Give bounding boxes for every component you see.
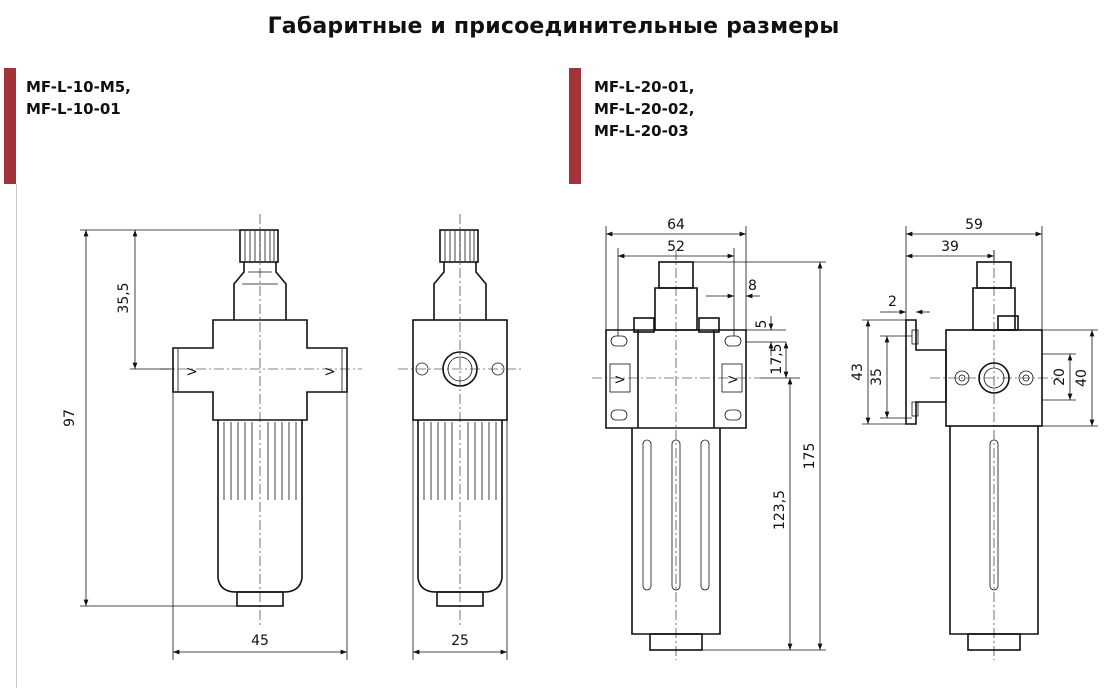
dim-35: 35 — [869, 368, 885, 386]
dim-52: 52 — [667, 239, 685, 255]
dim-2: 2 — [888, 294, 897, 310]
dim-20: 20 — [1052, 368, 1068, 386]
svg-text:>: > — [727, 372, 739, 388]
accent-bar-left — [4, 68, 16, 184]
lubricator-front-view: > > — [592, 250, 760, 660]
model-label: MF-L-20-02, — [594, 100, 695, 118]
dim-17-5: 17,5 — [769, 343, 785, 374]
filter-side-view-small — [398, 214, 522, 625]
svg-text:>: > — [186, 364, 198, 380]
model-list-right: MF-L-20-01, MF-L-20-02, MF-L-20-03 — [594, 76, 694, 142]
model-list-left: MF-L-10-M5, MF-L-10-01 — [26, 76, 131, 120]
svg-text:>: > — [614, 372, 626, 388]
filter-front-view-small: > > — [160, 214, 362, 625]
dim-width-side: 25 — [451, 633, 469, 649]
model-label: MF-L-10-01 — [26, 100, 121, 118]
dimension-lines-left — [80, 229, 508, 660]
page-title: Габаритные и присоединительные размеры — [267, 14, 840, 39]
dim-123-5: 123,5 — [772, 490, 788, 530]
dim-height: 97 — [62, 409, 78, 427]
dimension-lines-right-front — [605, 226, 826, 651]
dim-59: 59 — [965, 217, 983, 233]
dim-64: 64 — [667, 217, 685, 233]
model-label: MF-L-10-M5, — [26, 78, 131, 96]
svg-text:>: > — [324, 364, 336, 380]
dim-top-offset: 35,5 — [116, 282, 132, 313]
dim-8: 8 — [748, 278, 757, 294]
dim-5: 5 — [754, 320, 770, 329]
accent-bar-right — [569, 68, 581, 184]
dim-39: 39 — [941, 239, 959, 255]
dim-width-front: 45 — [251, 633, 269, 649]
dim-43: 43 — [850, 363, 866, 381]
dim-175: 175 — [802, 443, 818, 470]
model-label: MF-L-20-03 — [594, 122, 689, 140]
dimension-lines-right-side — [862, 226, 1098, 427]
dim-40: 40 — [1074, 369, 1090, 387]
lubricator-side-view — [905, 250, 1060, 660]
model-label: MF-L-20-01, — [594, 78, 695, 96]
divider-line — [16, 184, 17, 688]
